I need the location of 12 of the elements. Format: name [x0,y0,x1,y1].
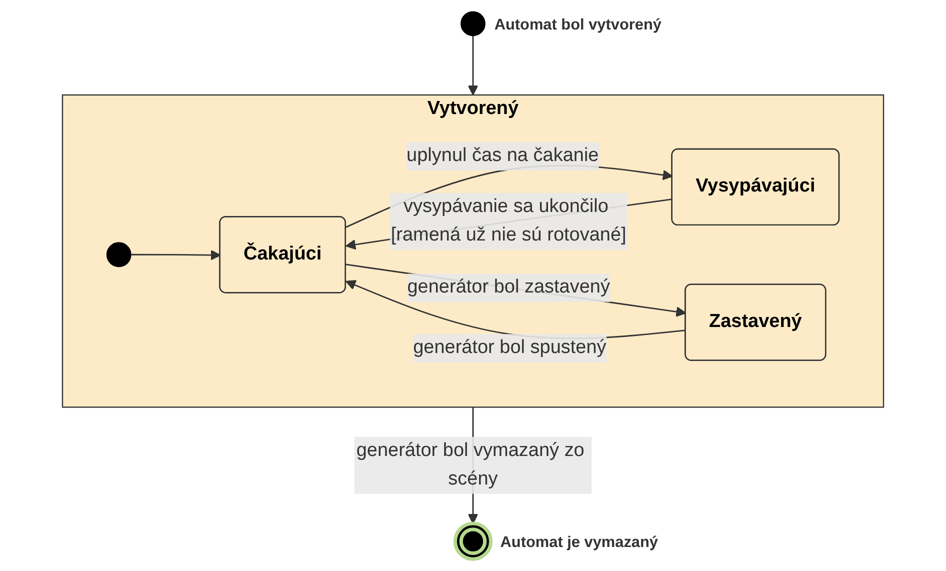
node-circle [106,242,132,268]
arrow [468,36,478,96]
edge-label: generátor bol vymazaný zo scény [356,440,584,490]
edge-label: generátor bol zastavený [407,277,610,298]
state-name: Automat bol vytvorený [494,16,662,34]
arrow [130,250,221,260]
edge-label: generátor bol spustený [413,338,606,358]
node-circle [460,11,486,36]
edge-label: uplynul čas na čakanie [406,146,599,166]
node-circle [453,522,493,561]
state-name: Automat je vymazaný [500,534,658,552]
edge-label: vysypávanie sa ukončilo [ramená už nie sú rotované] [390,196,626,246]
